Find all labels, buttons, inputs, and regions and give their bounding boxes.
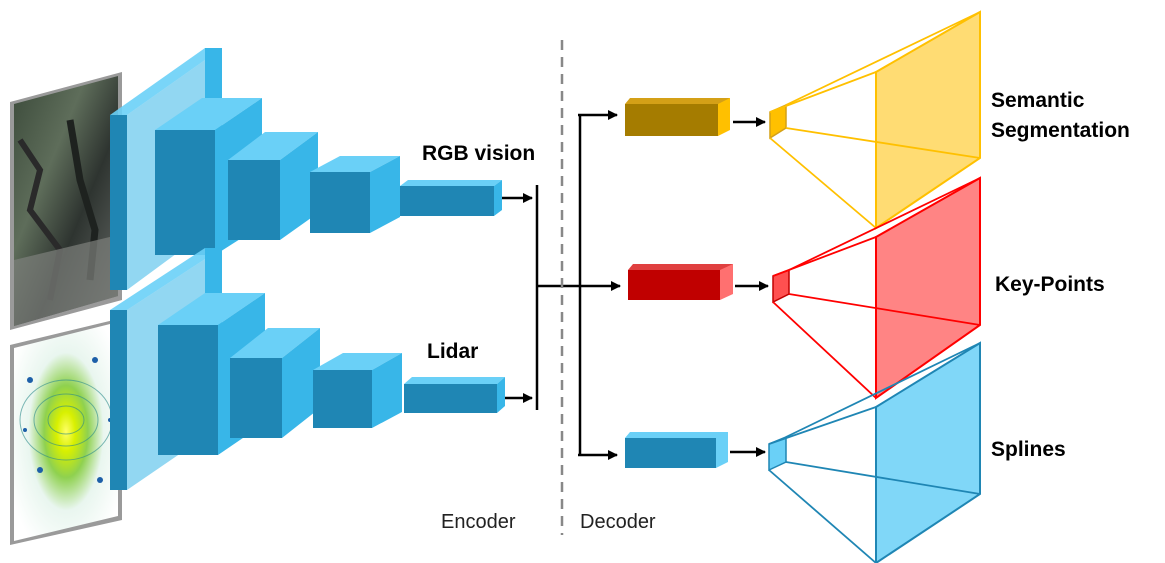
lidar-encoder-layer-5	[404, 377, 505, 413]
keypoints-output-frustum	[772, 176, 981, 400]
rgb-encoder-layer-4	[310, 156, 400, 233]
splines-label: Splines	[991, 438, 1066, 461]
semantic-decoder-block	[625, 98, 730, 136]
semantic-output-frustum	[769, 10, 981, 230]
keypoints-decoder-block	[628, 264, 733, 300]
splines-output-frustum	[768, 341, 981, 563]
semantic-label-line1: Semantic	[991, 89, 1085, 112]
encoder-label: Encoder	[441, 511, 516, 533]
rgb-input-image	[10, 72, 122, 330]
lidar-encoder-layer-3	[230, 328, 320, 438]
encoder-fusion-connector	[502, 110, 621, 460]
lidar-encoder-layer-4	[313, 353, 402, 428]
splines-decoder-block	[625, 432, 728, 468]
keypoints-label: Key-Points	[995, 273, 1105, 296]
lidar-label: Lidar	[427, 340, 478, 363]
rgb-encoder-layer-3	[228, 132, 318, 240]
decoder-label: Decoder	[580, 511, 656, 533]
semantic-label-line2: Segmentation	[991, 119, 1130, 142]
rgb-encoder-layer-5	[400, 180, 502, 216]
decoder-output-arrows	[730, 117, 769, 457]
rgb-vision-label: RGB vision	[422, 142, 535, 165]
lidar-input-image	[10, 318, 122, 545]
